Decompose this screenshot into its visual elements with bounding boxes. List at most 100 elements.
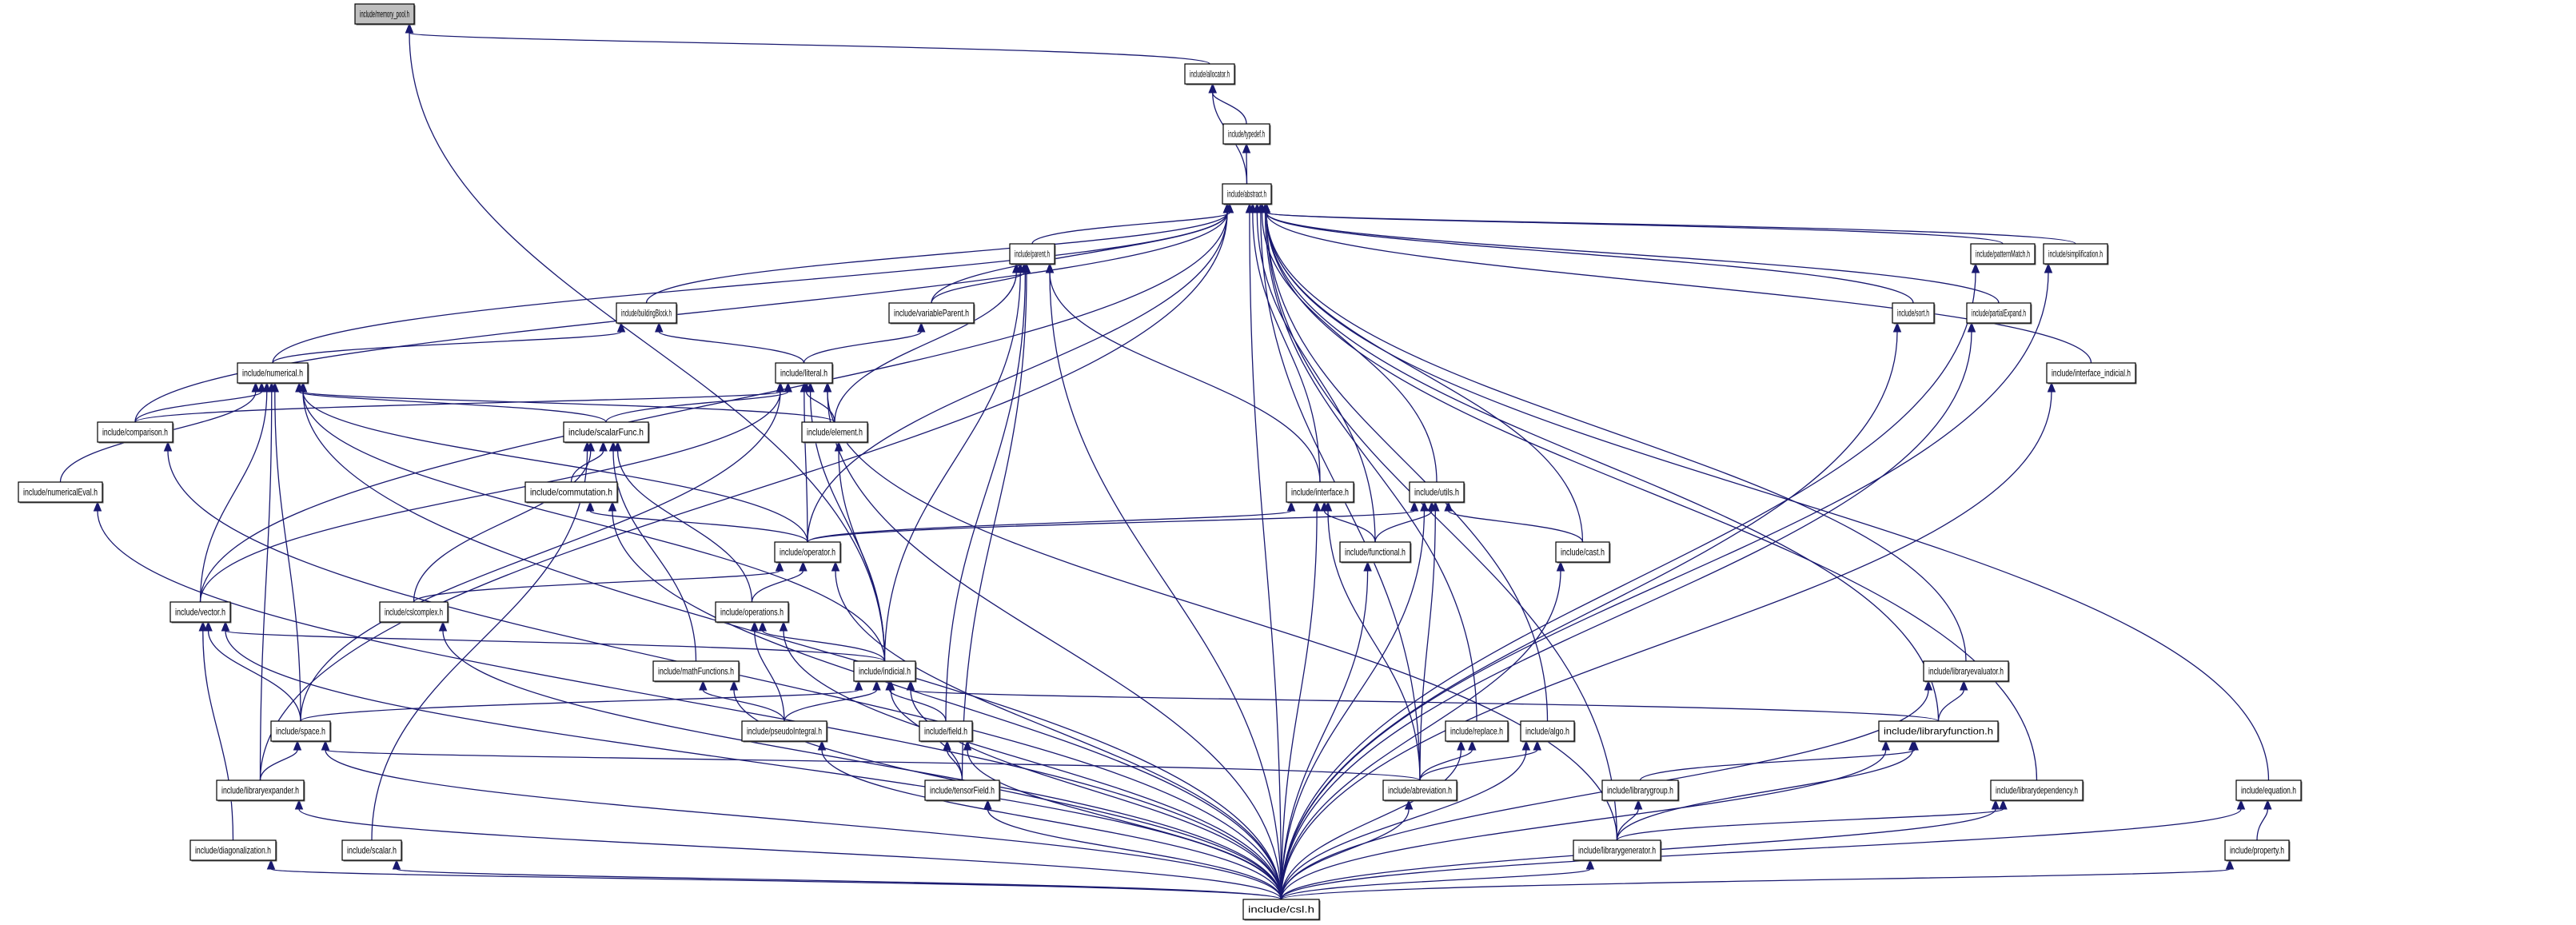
node-box[interactable] <box>1445 720 1509 742</box>
node-variableParent[interactable]: include/variableParent.h <box>888 302 975 325</box>
node-label[interactable]: include/csl.h <box>1248 904 1314 915</box>
node-box[interactable] <box>563 421 649 443</box>
node-label[interactable]: include/memory_pool.h <box>360 9 409 20</box>
node-box[interactable] <box>1409 481 1465 503</box>
node-sort[interactable]: include/sort.h <box>1892 302 1936 325</box>
node-label[interactable]: include/abreviation.h <box>1388 785 1452 796</box>
node-label[interactable]: include/librarygroup.h <box>1607 785 1673 796</box>
node-label[interactable]: include/librarydependency.h <box>1996 785 2078 796</box>
node-commutation[interactable]: include/commutation.h <box>524 481 619 504</box>
node-label[interactable]: include/interface_indicial.h <box>2052 368 2131 379</box>
node-label[interactable]: include/libraryevaluator.h <box>1928 666 2004 677</box>
node-box[interactable] <box>1573 839 1661 861</box>
node-label[interactable]: include/element.h <box>807 427 863 438</box>
node-equation[interactable]: include/equation.h <box>2235 779 2303 802</box>
node-typedef[interactable]: include/typedef.h <box>1222 123 1271 146</box>
node-cslcomplex[interactable]: include/cslcomplex.h <box>379 601 449 624</box>
node-memory_pool[interactable]: include/memory_pool.h <box>354 3 416 26</box>
node-label[interactable]: include/mathFunctions.h <box>658 666 734 677</box>
node-label[interactable]: include/buildingBlock.h <box>621 308 672 319</box>
node-abstract[interactable]: include/abstract.h <box>1222 183 1273 205</box>
node-label[interactable]: include/operations.h <box>720 607 784 618</box>
node-box[interactable] <box>237 362 309 384</box>
node-label[interactable]: include/equation.h <box>2241 785 2296 796</box>
node-partialExpand[interactable]: include/partialExpand.h <box>1966 302 2032 325</box>
node-label[interactable]: include/libraryfunction.h <box>1884 726 1993 737</box>
node-label[interactable]: include/sort.h <box>1897 308 1929 319</box>
node-diagonalization[interactable]: include/diagonalization.h <box>189 839 277 862</box>
node-tensorField[interactable]: include/tensorField.h <box>924 779 1001 802</box>
node-csl[interactable]: include/csl.h <box>1242 899 1321 921</box>
node-box[interactable] <box>888 302 975 324</box>
node-label[interactable]: include/field.h <box>924 726 967 737</box>
node-box[interactable] <box>652 660 740 682</box>
node-label[interactable]: include/typedef.h <box>1228 129 1265 140</box>
node-libraryfunction[interactable]: include/libraryfunction.h <box>1878 720 2000 743</box>
node-scalarFunc[interactable]: include/scalarFunc.h <box>563 421 650 444</box>
node-box[interactable] <box>2224 839 2290 861</box>
node-box[interactable] <box>270 720 331 742</box>
node-label[interactable]: include/scalarFunc.h <box>568 427 644 438</box>
node-label[interactable]: include/replace.h <box>1450 726 1503 737</box>
node-box[interactable] <box>1601 779 1679 801</box>
node-field[interactable]: include/field.h <box>919 720 974 743</box>
node-label[interactable]: include/variableParent.h <box>894 308 969 319</box>
node-box[interactable] <box>919 720 973 742</box>
node-box[interactable] <box>1286 481 1354 503</box>
node-box[interactable] <box>18 481 103 503</box>
node-box[interactable] <box>341 839 402 861</box>
node-box[interactable] <box>1990 779 2084 801</box>
node-label[interactable]: include/operator.h <box>780 547 835 558</box>
node-box[interactable] <box>169 601 231 623</box>
node-label[interactable]: include/parent.h <box>1015 249 1050 260</box>
node-numerical[interactable]: include/numerical.h <box>237 362 309 385</box>
node-scalar[interactable]: include/scalar.h <box>341 839 403 862</box>
node-label[interactable]: include/indicial.h <box>859 666 911 677</box>
node-label[interactable]: include/algo.h <box>1525 726 1569 737</box>
node-box[interactable] <box>1555 541 1610 563</box>
node-box[interactable] <box>1923 660 2009 682</box>
node-replace[interactable]: include/replace.h <box>1445 720 1509 743</box>
node-box[interactable] <box>2043 243 2108 265</box>
node-box[interactable] <box>1878 720 1999 742</box>
node-librarygenerator[interactable]: include/librarygenerator.h <box>1573 839 1662 862</box>
node-label[interactable]: include/patternMatch.h <box>1976 249 2030 260</box>
node-box[interactable] <box>354 3 415 25</box>
node-box[interactable] <box>1892 302 1935 324</box>
node-box[interactable] <box>1222 123 1270 145</box>
node-label[interactable]: include/tensorField.h <box>930 785 995 796</box>
node-utils[interactable]: include/utils.h <box>1409 481 1465 504</box>
node-parent[interactable]: include/parent.h <box>1009 243 1056 265</box>
node-box[interactable] <box>924 779 1000 801</box>
node-label[interactable]: include/pseudoIntegral.h <box>747 726 822 737</box>
node-box[interactable] <box>189 839 277 861</box>
node-label[interactable]: include/libraryexpander.h <box>221 785 299 796</box>
node-libraryevaluator[interactable]: include/libraryevaluator.h <box>1923 660 2010 683</box>
node-label[interactable]: include/commutation.h <box>530 487 612 498</box>
node-label[interactable]: include/comparison.h <box>102 427 168 438</box>
node-label[interactable]: include/cast.h <box>1561 547 1605 558</box>
node-box[interactable] <box>1520 720 1575 742</box>
node-box[interactable] <box>1382 779 1457 801</box>
node-box[interactable] <box>715 601 789 623</box>
node-box[interactable] <box>801 421 868 443</box>
node-box[interactable] <box>524 481 618 503</box>
node-indicial[interactable]: include/indicial.h <box>853 660 917 683</box>
node-label[interactable]: include/property.h <box>2230 845 2284 856</box>
node-label[interactable]: include/space.h <box>276 726 325 737</box>
node-box[interactable] <box>775 362 833 384</box>
node-label[interactable]: include/cslcomplex.h <box>385 607 443 618</box>
node-label[interactable]: include/numerical.h <box>242 368 303 379</box>
node-literal[interactable]: include/literal.h <box>775 362 834 385</box>
node-simplification[interactable]: include/simplification.h <box>2043 243 2109 265</box>
node-element[interactable]: include/element.h <box>801 421 869 444</box>
node-label[interactable]: include/vector.h <box>175 607 225 618</box>
node-box[interactable] <box>616 302 677 324</box>
node-box[interactable] <box>1966 302 2032 324</box>
node-pseudoIntegral[interactable]: include/pseudoIntegral.h <box>741 720 828 743</box>
node-box[interactable] <box>97 421 173 443</box>
node-label[interactable]: include/functional.h <box>1345 547 1406 558</box>
node-label[interactable]: include/librarygenerator.h <box>1578 845 1656 856</box>
node-interface[interactable]: include/interface.h <box>1286 481 1355 504</box>
node-label[interactable]: include/utils.h <box>1414 487 1459 498</box>
